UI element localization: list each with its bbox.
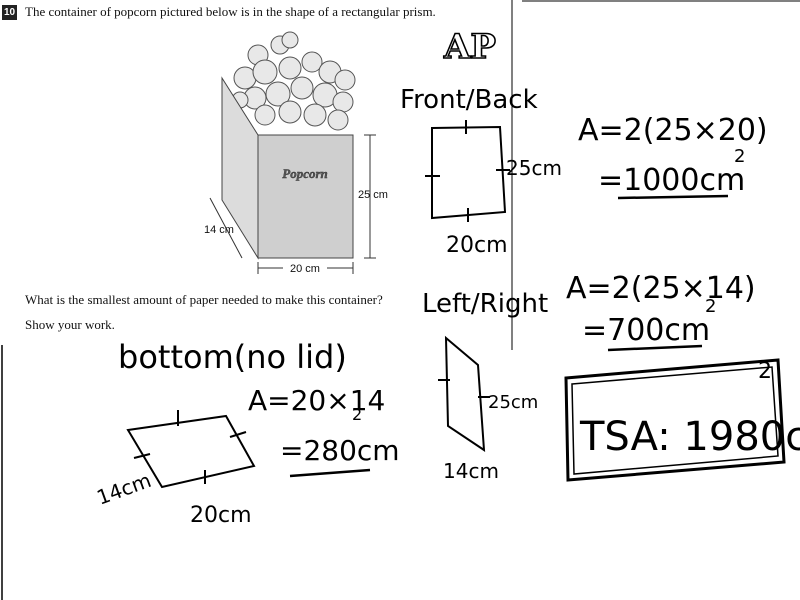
left-right-formula: A=2(25×14) <box>566 271 756 306</box>
front-back-bottom-label: 20cm <box>446 233 508 258</box>
question-prompt: What is the smallest amount of paper nee… <box>25 292 383 307</box>
width-dimension-label: 20 cm <box>290 263 320 275</box>
total-surface-area-box: TSA: 1980cm 2 <box>564 358 800 482</box>
left-right-bottom-label: 14cm <box>443 459 499 483</box>
bottom-bottom-label: 20cm <box>190 503 252 528</box>
front-back-exponent: 2 <box>734 146 745 167</box>
question-text: The container of popcorn pictured below … <box>25 4 436 19</box>
front-back-side-label: 25cm <box>506 156 562 180</box>
bottom-title: bottom(no lid) <box>118 338 347 376</box>
bottom-section: bottom(no lid) 14cm 20cm A=20×14 =280cm … <box>94 338 400 528</box>
total-surface-area-text: TSA: 1980cm <box>579 414 800 460</box>
left-right-side-label: 25cm <box>488 392 538 413</box>
bottom-left-label: 14cm <box>94 468 155 510</box>
left-right-title: Left/Right <box>422 289 548 319</box>
bottom-result: =280cm <box>280 434 400 467</box>
left-right-section: Left/Right 25cm 14cm A=2(25×14) =700cm 2 <box>422 271 756 483</box>
popcorn-box-figure: Popcorn 25 cm 14 cm 20 cm <box>204 31 388 275</box>
left-right-result: =700cm <box>582 313 710 348</box>
front-back-section: Front/Back 25cm 20cm A=2(25×20) =1000cm … <box>400 85 768 258</box>
front-back-formula: A=2(25×20) <box>578 113 768 148</box>
question-number-badge: 10 <box>2 5 17 20</box>
front-back-result: =1000cm <box>598 163 745 198</box>
depth-dimension-label: 14 cm <box>204 224 234 236</box>
popcorn-box-label: Popcorn <box>282 166 328 181</box>
front-back-title: Front/Back <box>400 85 538 115</box>
ap-badge: AP <box>443 27 496 67</box>
show-work-instruction: Show your work. <box>25 317 115 332</box>
left-right-exponent: 2 <box>705 296 716 317</box>
popcorn-pile <box>231 31 356 131</box>
bottom-formula: A=20×14 <box>248 384 385 417</box>
height-dimension-label: 25 cm <box>358 189 388 201</box>
bottom-exponent: 2 <box>352 405 362 424</box>
total-exponent: 2 <box>758 359 772 384</box>
